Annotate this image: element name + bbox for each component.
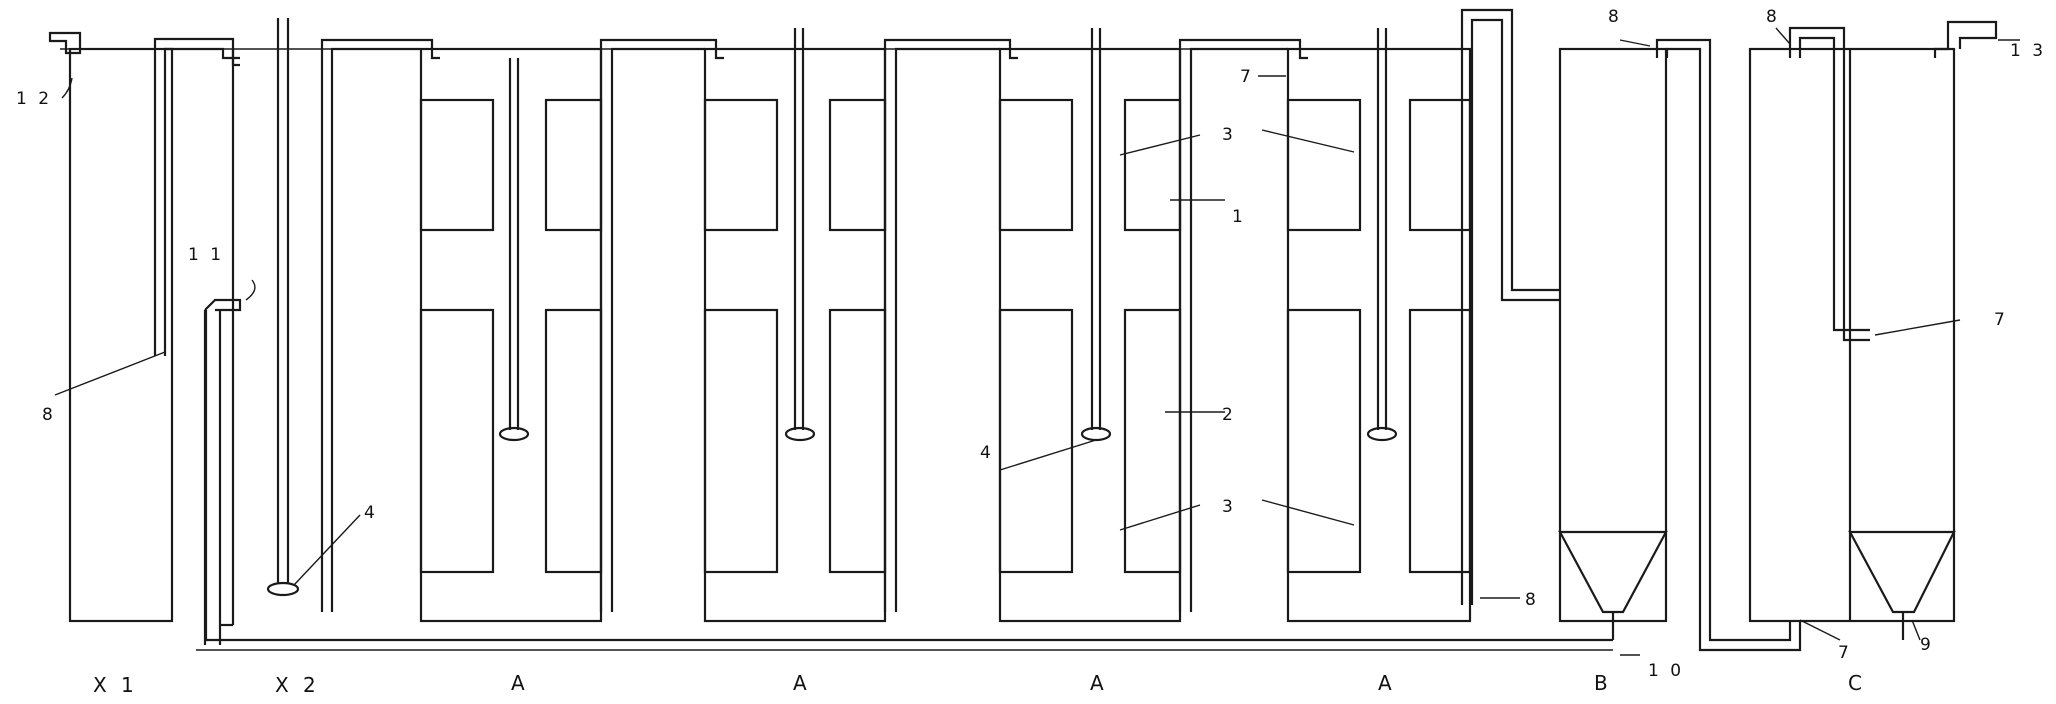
numeral-12: 1 2	[16, 89, 52, 109]
tank-x2	[203, 18, 440, 645]
leader-lines	[54, 27, 2020, 656]
numeral-7-top: 7	[1240, 67, 1254, 87]
numeral-2: 2	[1222, 405, 1236, 425]
tank-x1	[48, 31, 240, 623]
reference-numerals: 1 2 1 1 8 4 7 3 1 2 3 4 8 8 1 0 8 1 3 7 …	[16, 7, 2046, 681]
tank-a1	[419, 47, 603, 623]
numeral-7-c-right: 7	[1994, 310, 2008, 330]
label-x1: X 1	[93, 673, 138, 697]
numeral-3-bottom: 3	[1222, 497, 1236, 517]
numeral-4-mid: 4	[980, 443, 994, 463]
tank-b	[1558, 38, 1802, 652]
tank-a4	[1286, 8, 1560, 623]
numeral-8-b-top: 8	[1608, 7, 1622, 27]
tank-c	[1748, 20, 1998, 640]
numeral-13: 1 3	[2010, 41, 2046, 61]
numeral-8-right-a: 8	[1525, 590, 1539, 610]
numeral-6-x1: 8	[42, 405, 56, 425]
label-b: B	[1594, 671, 1612, 695]
return-line	[196, 310, 1613, 651]
label-a2: A	[793, 671, 811, 695]
numeral-4-x2: 4	[364, 503, 378, 523]
label-a3: A	[1090, 671, 1108, 695]
label-x2: X 2	[275, 673, 320, 697]
tank-a2	[703, 28, 887, 623]
tank-a3	[998, 28, 1182, 623]
label-a4: A	[1378, 671, 1396, 695]
numeral-10: 1 0	[1648, 661, 1684, 681]
numeral-1: 1	[1232, 207, 1246, 227]
label-a1: A	[511, 671, 529, 695]
label-c: C	[1848, 671, 1866, 695]
unit-labels: X 1 X 2 A A A A B C	[93, 671, 1866, 697]
numeral-3-top: 3	[1222, 125, 1236, 145]
numeral-7-c-bottom: 7	[1838, 643, 1852, 663]
numeral-11: 1 1	[188, 245, 224, 265]
numeral-9: 9	[1920, 635, 1934, 655]
numeral-8-c-top: 8	[1766, 7, 1780, 27]
